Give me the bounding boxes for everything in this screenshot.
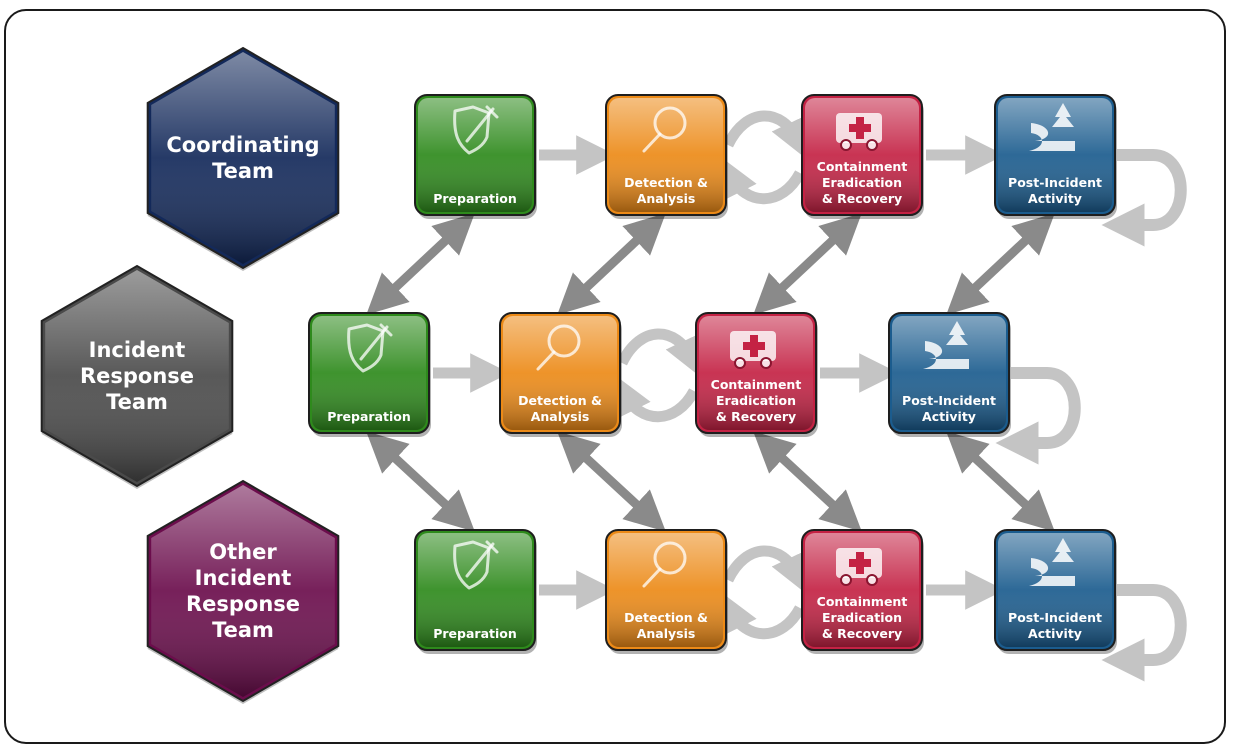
shield-dropper-icon bbox=[347, 323, 393, 373]
stage-label: Activity bbox=[1028, 626, 1082, 641]
stage-label: Post-Incident bbox=[1008, 175, 1102, 190]
stage-label: Eradication bbox=[822, 175, 902, 190]
stage-label: Analysis bbox=[637, 626, 696, 641]
stage-label: Detection & bbox=[624, 610, 708, 625]
magnifier-icon bbox=[642, 541, 687, 588]
stage-box-detection: Detection &Analysis bbox=[499, 312, 622, 437]
stage-label: Containment bbox=[711, 377, 802, 392]
team-label: Team bbox=[106, 390, 168, 414]
team-label: Incident bbox=[195, 566, 292, 590]
stage-label: Post-Incident bbox=[902, 393, 996, 408]
stage-label: & Recovery bbox=[716, 409, 796, 424]
magnifier-icon bbox=[536, 324, 581, 371]
team-coordination-arrow bbox=[946, 213, 1055, 315]
team-coordination-arrow bbox=[753, 213, 862, 315]
stage-label: Containment bbox=[817, 159, 908, 174]
shield-dropper-icon bbox=[453, 105, 499, 155]
ambulance-icon bbox=[730, 331, 776, 369]
team-coordination-arrow bbox=[946, 431, 1055, 532]
feedback-arrow-back bbox=[721, 157, 805, 205]
stage-box-preparation: Preparation bbox=[414, 529, 537, 654]
team-coordination-arrow bbox=[557, 213, 666, 315]
stage-box-preparation: Preparation bbox=[308, 312, 431, 437]
loop-back-arrow bbox=[995, 367, 1081, 465]
ambulance-icon bbox=[836, 548, 882, 586]
stage-label: Preparation bbox=[433, 626, 517, 641]
stage-box-detection: Detection &Analysis bbox=[605, 529, 728, 654]
team-coordination-arrow bbox=[366, 431, 475, 532]
loop-back-arrow bbox=[1101, 149, 1187, 247]
feedback-arrow-back bbox=[721, 592, 805, 640]
magnifier-icon bbox=[642, 106, 687, 153]
stage-label: & Recovery bbox=[822, 191, 902, 206]
diagram-nodes: CoordinatingTeamIncidentResponseTeamOthe… bbox=[40, 46, 1117, 704]
stage-label: Detection & bbox=[624, 175, 708, 190]
team-label: Response bbox=[186, 592, 300, 616]
team-coordination-arrow bbox=[557, 431, 666, 532]
ambulance-icon bbox=[836, 113, 882, 151]
stage-label: & Recovery bbox=[822, 626, 902, 641]
stage-label: Post-Incident bbox=[1008, 610, 1102, 625]
team-coordination-arrow bbox=[753, 431, 862, 532]
feedback-arrow-forward bbox=[723, 110, 808, 159]
stage-label: Eradication bbox=[716, 393, 796, 408]
loop-back-arrow bbox=[1101, 584, 1187, 682]
road-tree-icon bbox=[923, 321, 969, 369]
road-tree-icon bbox=[1029, 103, 1075, 151]
stage-label: Analysis bbox=[637, 191, 696, 206]
team-label: Incident bbox=[89, 338, 186, 362]
stage-label: Eradication bbox=[822, 610, 902, 625]
shield-dropper-icon bbox=[453, 540, 499, 590]
stage-label: Detection & bbox=[518, 393, 602, 408]
stage-label: Containment bbox=[817, 594, 908, 609]
team-label: Team bbox=[212, 618, 274, 642]
stage-label: Preparation bbox=[433, 191, 517, 206]
feedback-arrow-back bbox=[615, 375, 699, 423]
connector-arrows bbox=[366, 110, 1187, 682]
stage-box-preparation: Preparation bbox=[414, 94, 537, 219]
team-label: Response bbox=[80, 364, 194, 388]
stage-label: Analysis bbox=[531, 409, 590, 424]
team-label: Team bbox=[212, 159, 274, 183]
stage-label: Activity bbox=[1028, 191, 1082, 206]
road-tree-icon bbox=[1029, 538, 1075, 586]
feedback-arrow-forward bbox=[723, 545, 808, 594]
stage-box-detection: Detection &Analysis bbox=[605, 94, 728, 219]
team-label: Other bbox=[209, 540, 277, 564]
stage-label: Activity bbox=[922, 409, 976, 424]
feedback-arrow-forward bbox=[617, 328, 702, 377]
stage-label: Preparation bbox=[327, 409, 411, 424]
team-coordination-arrow bbox=[366, 213, 475, 315]
team-label: Coordinating bbox=[166, 133, 319, 157]
